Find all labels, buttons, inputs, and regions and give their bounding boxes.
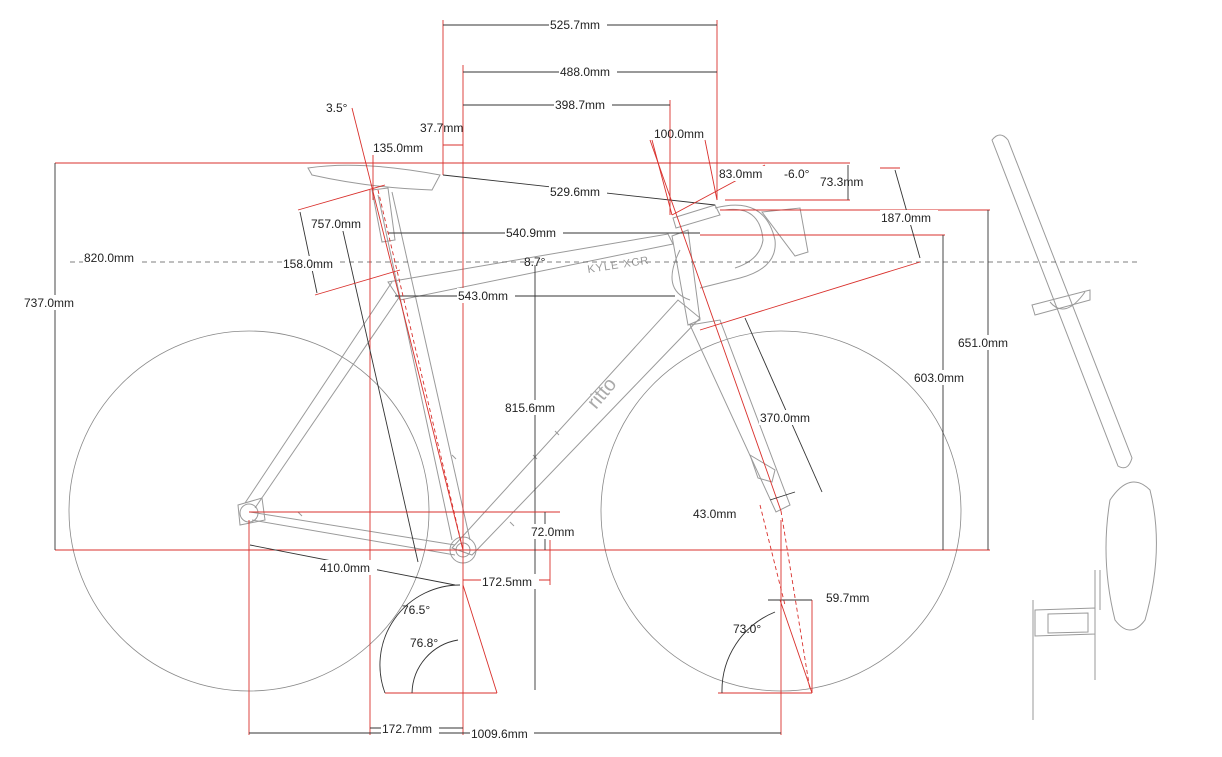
- dim-158: 158.0mm: [283, 257, 333, 271]
- dim-3-5deg: 3.5°: [326, 101, 348, 115]
- dim-603: 603.0mm: [914, 371, 964, 385]
- downtube-model-text: KYLE XCR: [587, 255, 651, 276]
- dim-135: 135.0mm: [373, 141, 423, 155]
- dim-540: 540.9mm: [506, 226, 556, 240]
- dim-529: 529.6mm: [550, 185, 600, 199]
- dim-83: 83.0mm: [719, 167, 762, 181]
- dim-100: 100.0mm: [654, 127, 704, 141]
- dim-410: 410.0mm: [320, 561, 370, 575]
- downtube-brand-text: ritto: [583, 374, 621, 414]
- dim-73-3: 73.3mm: [820, 175, 863, 189]
- dim-72: 72.0mm: [531, 525, 574, 539]
- dim-1009: 1009.6mm: [471, 727, 528, 741]
- dim-757: 757.0mm: [311, 217, 361, 231]
- geometry-lines: [54, 20, 990, 735]
- saddle-top-view: [1032, 481, 1157, 720]
- dim-8-7deg: 8.7°: [524, 255, 546, 269]
- dim-59-7: 59.7mm: [826, 591, 869, 605]
- dim-43: 43.0mm: [693, 507, 736, 521]
- dimension-labels: 525.7mm 488.0mm 398.7mm 37.7mm 3.5° 135.…: [23, 17, 1015, 741]
- dim-737: 737.0mm: [24, 296, 74, 310]
- dim-488: 488.0mm: [560, 65, 610, 79]
- dim-525: 525.7mm: [550, 18, 600, 32]
- dim-73deg: 73.0°: [733, 622, 761, 636]
- dim-neg6deg: -6.0°: [784, 167, 810, 181]
- dim-370: 370.0mm: [760, 411, 810, 425]
- dim-543: 543.0mm: [458, 289, 508, 303]
- dim-815: 815.6mm: [505, 401, 555, 415]
- dim-76-8deg: 76.8°: [410, 636, 438, 650]
- dim-76-5deg: 76.5°: [402, 603, 430, 617]
- dim-187: 187.0mm: [881, 211, 931, 225]
- dim-651: 651.0mm: [958, 336, 1008, 350]
- dim-398: 398.7mm: [555, 98, 605, 112]
- dim-820: 820.0mm: [84, 251, 134, 265]
- handlebar-front-view: [991, 134, 1133, 469]
- dim-37: 37.7mm: [420, 121, 463, 135]
- dim-172-7: 172.7mm: [382, 722, 432, 736]
- bike-frame: [237, 164, 809, 564]
- dim-172-5: 172.5mm: [482, 575, 532, 589]
